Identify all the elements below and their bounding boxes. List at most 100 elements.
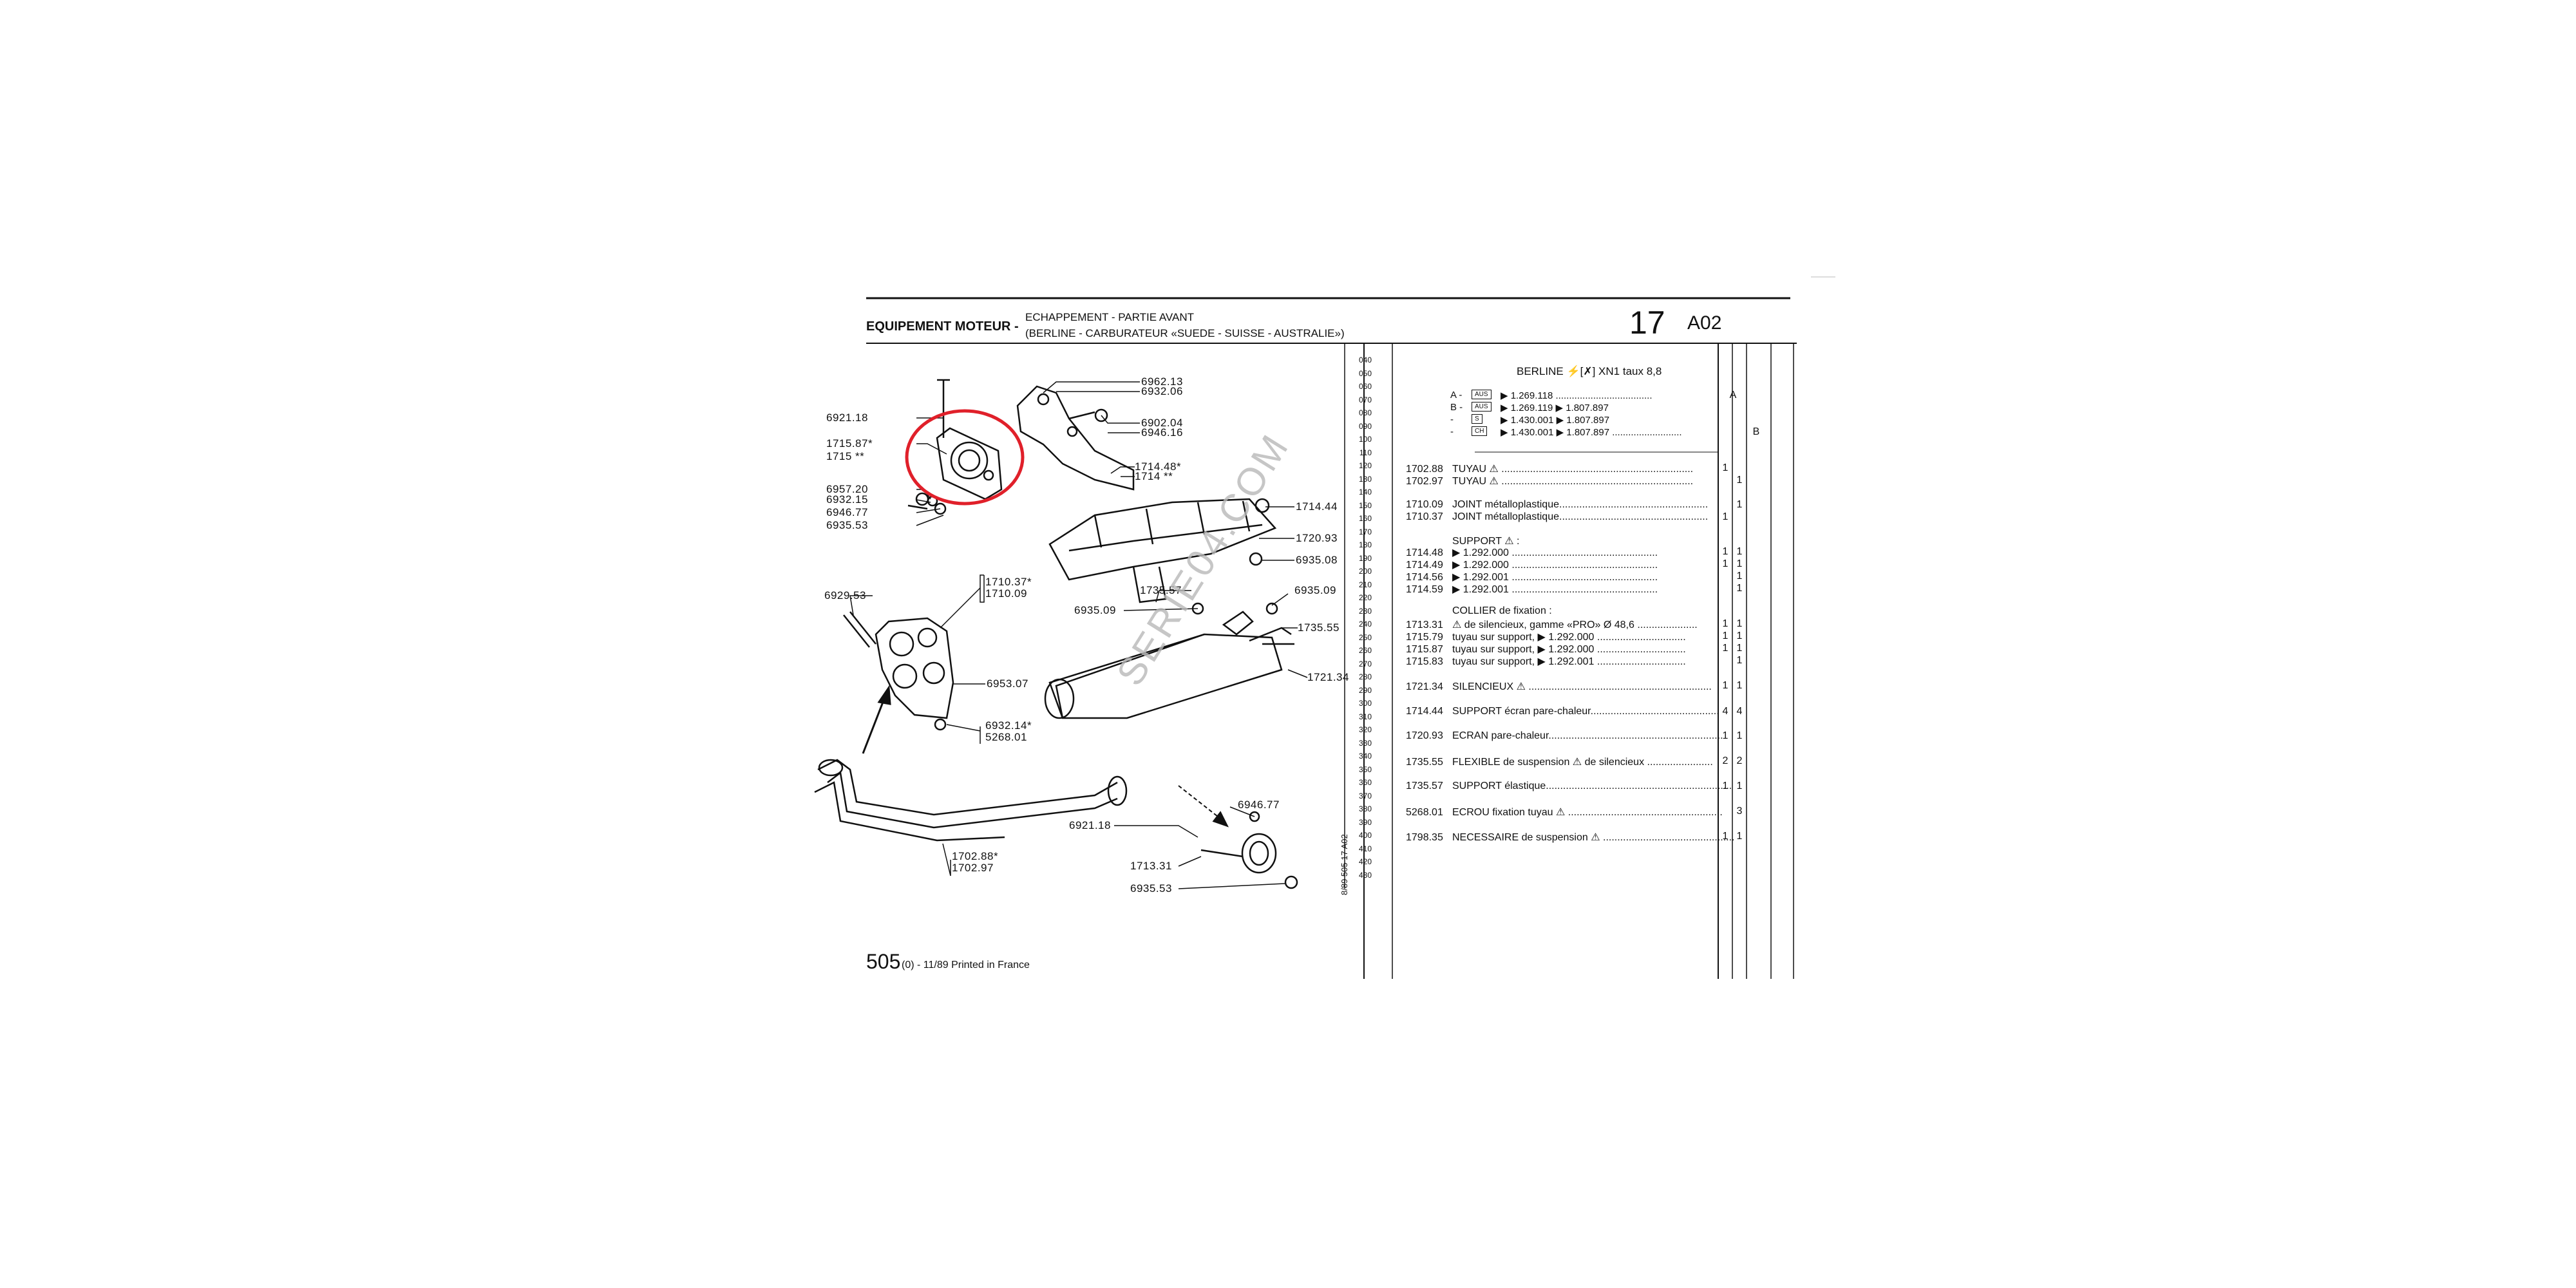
part-row: 1713.31⚠ de silencieux, gamme «PRO» Ø 48… [1406, 618, 1698, 631]
part-description: ▶ 1.292.000 ............................… [1452, 547, 1658, 558]
legend-text: ▶ 1.269.118 ............................… [1501, 390, 1653, 401]
qty-col-a: 2 [1722, 755, 1728, 766]
part-row: 1714.59▶ 1.292.001 .....................… [1406, 583, 1658, 596]
qty-col-b: 1 [1736, 583, 1743, 594]
qty-col-a: 1 [1722, 730, 1728, 741]
scale-number: 260 [1358, 646, 1372, 655]
qty-col-a: 1 [1722, 546, 1728, 557]
scale-number: 300 [1358, 699, 1372, 708]
part-code: 1710.09 [1406, 499, 1443, 510]
legend-badge: CH [1472, 426, 1488, 436]
part-description: SUPPORT ⚠ : [1452, 536, 1520, 547]
scale-number: 420 [1358, 857, 1372, 866]
callout-label: 6953.07 [987, 677, 1028, 690]
callout-label: 6946.77 [826, 506, 868, 518]
part-description: tuyau sur support, ▶ 1.292.000 .........… [1452, 644, 1686, 655]
scale-number: 140 [1358, 488, 1372, 497]
footer-suffix: (0) - 11/89 Printed in France [902, 960, 1030, 971]
legend-column-marker: A [1729, 390, 1737, 401]
scale-number: 280 [1358, 672, 1372, 681]
scale-number: 200 [1358, 567, 1372, 576]
legend-column-marker: B [1752, 426, 1760, 437]
scale-number: 240 [1358, 620, 1372, 629]
scale-number: 250 [1358, 632, 1372, 642]
callout-label: 1721.34 [1307, 671, 1349, 683]
part-description: ECROU fixation tuyau ⚠ .................… [1452, 807, 1723, 818]
qty-col-a: 1 [1722, 630, 1728, 641]
part-row: 1720.93 ECRAN pare-chaleur...............… [1406, 730, 1723, 742]
qty-col-b: 1 [1736, 680, 1743, 691]
callout-label: 6932.15 [826, 493, 868, 506]
legend-title: BERLINE ⚡[✗] XN1 taux 8,8 [1517, 365, 1662, 377]
qty-col-b: 1 [1736, 655, 1743, 666]
callout-label: 1715 ** [826, 450, 865, 462]
scale-number: 120 [1358, 461, 1372, 470]
scale-number: 190 [1358, 553, 1372, 563]
callout-label: 6935.09 [1294, 584, 1336, 596]
legend-badge: S [1472, 414, 1482, 424]
qty-col-a: 1 [1722, 511, 1728, 522]
scale-number: 430 [1358, 870, 1372, 880]
part-code: 1713.31 [1406, 620, 1443, 630]
part-code: 1714.44 [1406, 706, 1443, 717]
part-code: 1720.93 [1406, 730, 1443, 741]
part-description: ▶ 1.292.001 ............................… [1452, 572, 1658, 583]
callout-label: 1720.93 [1296, 532, 1338, 544]
callout-label: 6935.53 [1130, 882, 1172, 895]
qty-col-a: 1 [1722, 680, 1728, 691]
scale-number: 380 [1358, 804, 1372, 813]
scale-number: 400 [1358, 831, 1372, 840]
callout-label: 1735.57 [1140, 584, 1182, 596]
callout-label: 6957.20 [826, 483, 868, 495]
scale-number: 110 [1359, 448, 1372, 457]
callout-label: 6932.14* [985, 719, 1032, 732]
qty-col-b: 1 [1736, 730, 1743, 741]
qty-col-b: 1 [1736, 643, 1743, 654]
part-description: JOINT métalloplastique..................… [1452, 511, 1709, 522]
qty-col-b: 3 [1736, 806, 1743, 817]
callout-label: 1715.87* [826, 437, 873, 450]
scale-number: 230 [1358, 606, 1372, 616]
qty-col-a: 1 [1722, 558, 1728, 569]
callout-label: 6929.53 [824, 589, 866, 601]
group-number: 17 [1629, 305, 1665, 341]
part-description: SUPPORT écran pare-chaleur..............… [1452, 706, 1719, 717]
part-description: TUYAU ⚠ ................................… [1452, 476, 1694, 487]
callout-label: 1702.88* [952, 850, 999, 862]
qty-col-a: 1 [1722, 618, 1728, 629]
part-code: 1702.88 [1406, 464, 1443, 475]
callout-label: 6921.18 [1069, 819, 1111, 831]
subtitle-line-2: (BERLINE - CARBURATEUR «SUEDE - SUISSE -… [1025, 327, 1345, 339]
part-code: 1715.83 [1406, 656, 1443, 667]
part-row: 1714.44 SUPPORT écran pare-chaleur.......… [1406, 706, 1719, 717]
part-description: ECRAN pare-chaleur......................… [1452, 730, 1723, 741]
legend-prefix: A - [1450, 390, 1463, 401]
qty-col-b: 4 [1736, 706, 1743, 717]
part-row: 1714.48 ▶ 1.292.000 .....................… [1406, 546, 1658, 559]
qty-col-b: 1 [1736, 571, 1743, 582]
callout-label: 6932.06 [1141, 385, 1183, 397]
qty-col-b: 1 [1736, 558, 1743, 569]
scale-number: 310 [1358, 712, 1372, 721]
callout-label: 1714.44 [1296, 500, 1338, 513]
scale-number: 130 [1358, 474, 1372, 484]
part-row: 1710.09 JOINT métalloplastique...........… [1406, 499, 1708, 511]
callout-label: 1710.37* [985, 576, 1032, 588]
legend-text: ▶ 1.269.119 ▶ 1.807.897 [1501, 402, 1609, 413]
part-description: JOINT métalloplastique..................… [1452, 499, 1709, 510]
part-code: 1714.48 [1406, 547, 1443, 558]
scale-number: 070 [1358, 395, 1372, 404]
legend-text: ▶ 1.430.001 ▶ 1.807.897 ................… [1501, 427, 1682, 438]
scale-number: 090 [1358, 421, 1372, 431]
scale-number: 170 [1358, 527, 1372, 536]
callout-label: 1713.31 [1130, 860, 1172, 872]
scale-number: 340 [1358, 752, 1372, 761]
scale-number: 320 [1358, 725, 1372, 734]
scale-number: 290 [1358, 685, 1372, 695]
